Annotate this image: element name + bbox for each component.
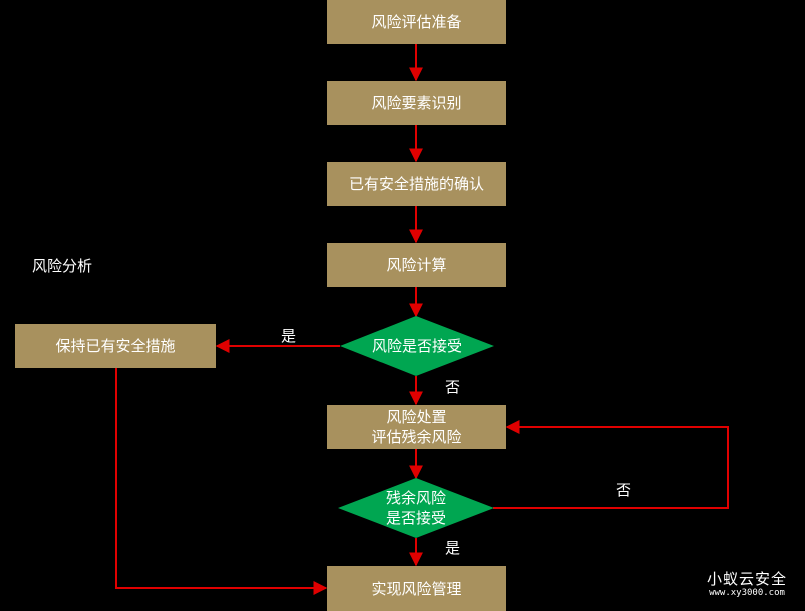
watermark-main-text: 小蚁云安全 [706, 570, 787, 588]
node-treat-line1: 风险处置 [386, 408, 447, 426]
decision-diamond-accept [340, 316, 494, 376]
label-yes-manage: 是 [445, 539, 461, 557]
decision-diamond-residual [338, 478, 494, 538]
node-confirm: 已有安全措施的确认 [327, 162, 506, 206]
label-risk-analysis: 风险分析 [32, 257, 93, 275]
watermark-url-text: www.xy3000.com [709, 588, 785, 598]
decision-accept-text: 风险是否接受 [371, 337, 462, 355]
label-yes-keep: 是 [281, 327, 297, 345]
arrow-residual-loop-back [493, 420, 729, 509]
node-treat-line2: 评估残余风险 [371, 428, 462, 446]
label-no-loop: 否 [616, 481, 632, 499]
decision-residual-text: 残余风险 是否接受 [338, 488, 494, 528]
node-identify: 风险要素识别 [327, 81, 506, 125]
node-keep-measures: 保持已有安全措施 [15, 324, 216, 368]
arrow-keep-to-manage [115, 368, 328, 595]
watermark-logo: 小蚁云安全 www.xy3000.com [698, 570, 796, 599]
decision-residual-line2: 是否接受 [385, 509, 446, 527]
node-treat: 风险处置 评估残余风险 [327, 405, 506, 449]
node-prepare: 风险评估准备 [327, 0, 506, 44]
node-manage: 实现风险管理 [327, 566, 506, 611]
node-calculate: 风险计算 [327, 243, 506, 287]
decision-residual-line1: 残余风险 [385, 489, 446, 507]
label-no-treat: 否 [445, 378, 461, 396]
